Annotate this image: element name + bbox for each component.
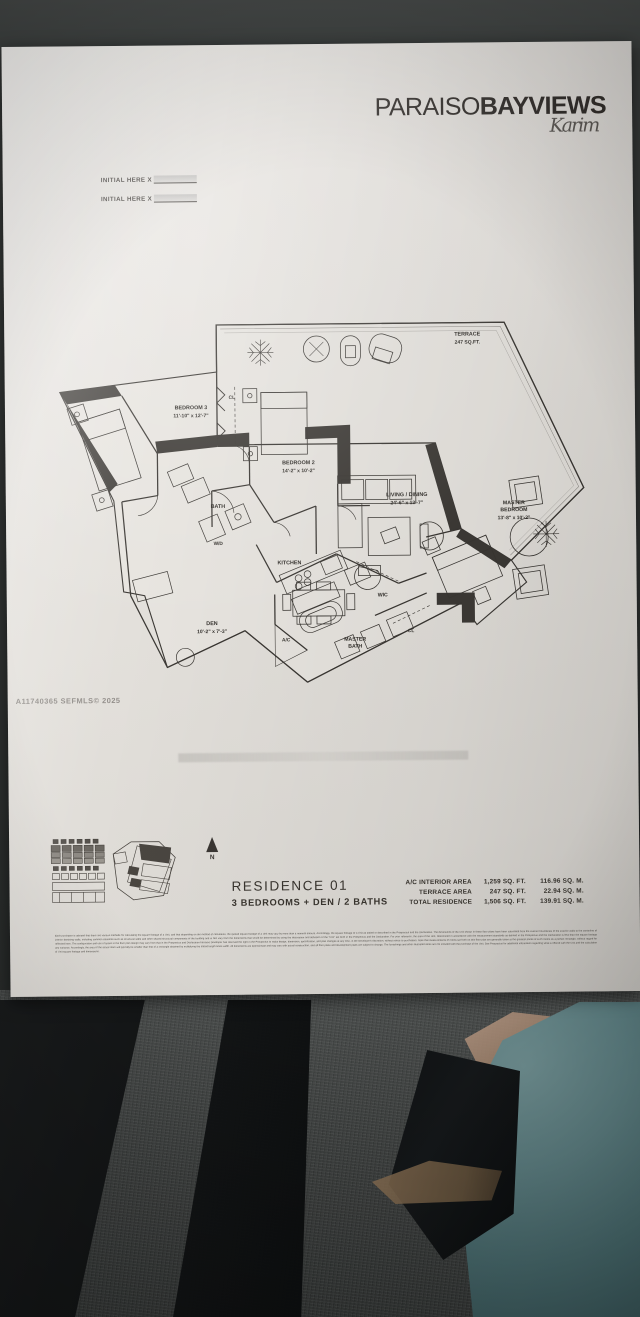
room-label-master-bath-line1: MASTER	[344, 637, 366, 643]
area-row-sqm: 116.96 SQ. M.	[540, 877, 584, 885]
floor-top-strip	[0, 0, 640, 48]
residence-title-block: RESIDENCE 01 3 BEDROOMS + DEN / 2 BATHS	[231, 877, 388, 908]
bath-fixtures	[166, 463, 252, 543]
room-dims-den: 10'-2" x 7'-3"	[197, 629, 228, 635]
annotation-ac-closet: A/C	[282, 637, 291, 643]
north-arrow-icon	[206, 837, 219, 853]
title-block: N RESIDENCE 01 3 BEDROOMS + DEN / 2 BATH…	[9, 821, 640, 997]
bedroom3-furniture	[66, 403, 142, 512]
room-label-terrace: TERRACE	[454, 331, 481, 337]
room-dims-master-bedroom: 13'-8" x 10'-2"	[498, 515, 531, 521]
plan-annotations: CL CL W/D A/C	[214, 395, 415, 644]
room-dims-living-dining: 24'-6" x 13'-7"	[390, 500, 423, 506]
room-label-bath: BATH	[211, 504, 226, 510]
brand-logo: PARAISOBAYVIEWS Karim	[375, 91, 607, 138]
residence-subtitle: 3 BEDROOMS + DEN / 2 BATHS	[231, 896, 388, 908]
initial-here-row[interactable]: INITIAL HERE X	[101, 175, 197, 184]
initial-here-label: INITIAL HERE X	[100, 176, 152, 185]
kitchen-fixtures	[278, 549, 372, 615]
annotation-closet-2: CL	[408, 628, 415, 634]
area-row-sqm: 139.91 SQ. M.	[540, 897, 584, 905]
door-swings	[137, 444, 357, 537]
key-plan-diagram	[47, 835, 198, 906]
initial-signature-line[interactable]	[153, 175, 197, 184]
north-arrow: N	[199, 837, 225, 877]
initial-here-row[interactable]: INITIAL HERE X	[100, 194, 198, 204]
room-dims-bedroom-2: 14'-2" x 10'-2"	[282, 468, 315, 474]
room-label-bedroom-3: BEDROOM 3	[175, 405, 208, 411]
floor-plan-drawing: TERRACE 247 SQ.FT. BEDROOM 3 11'-10" x 1…	[4, 291, 638, 717]
legal-disclaimer: Each purchaser is advised that there are…	[54, 929, 598, 954]
master-bedroom-furniture	[421, 534, 504, 606]
residence-number: RESIDENCE 01	[231, 877, 349, 894]
area-table-row: TOTAL RESIDENCE 1,506 SQ. FT. 139.91 SQ.…	[406, 896, 584, 908]
floor-plan-sheet: PARAISOBAYVIEWS Karim INITIAL HERE X INI…	[1, 40, 640, 998]
area-row-sqft: 1,259 SQ. FT.	[483, 877, 526, 886]
room-label-wic: WIC	[378, 592, 388, 598]
initial-here-block: INITIAL HERE X INITIAL HERE X	[101, 175, 198, 214]
room-dims-bedroom-3: 11'-10" x 12'-7"	[173, 413, 209, 419]
room-label-bedroom-2: BEDROOM 2	[282, 460, 315, 466]
bedroom2-furniture	[242, 388, 308, 462]
wall-jog	[216, 386, 226, 440]
initial-signature-line[interactable]	[154, 194, 198, 203]
room-label-master-bedroom-line2: BEDROOM	[500, 507, 527, 513]
room-labels: TERRACE 247 SQ.FT. BEDROOM 3 11'-10" x 1…	[173, 331, 531, 650]
area-row-sqft: 1,506 SQ. FT.	[484, 898, 527, 906]
closet-dashed-lines	[234, 386, 431, 624]
initial-here-label: INITIAL HERE X	[100, 195, 153, 204]
den-furniture	[132, 571, 195, 667]
north-arrow-label: N	[209, 854, 215, 862]
room-label-kitchen: KITCHEN	[277, 560, 301, 566]
faded-print-line	[178, 750, 469, 763]
terrace-furniture	[302, 333, 550, 600]
room-dims-terrace: 247 SQ.FT.	[455, 339, 481, 345]
area-row-label: TOTAL RESIDENCE	[409, 898, 473, 907]
terrace-railing-inner	[224, 330, 574, 551]
room-label-master-bath-line2: BATH	[348, 644, 362, 650]
key-plan-legend	[50, 838, 105, 903]
planter-tree	[247, 339, 560, 547]
room-label-master-bedroom-line1: MASTER	[503, 500, 525, 506]
annotation-washer-dryer: W/D	[214, 541, 224, 547]
room-label-living-dining: LIVING / DINING	[386, 492, 427, 498]
area-row-sqm: 22.94 SQ. M.	[543, 887, 584, 895]
key-plan-site	[112, 841, 176, 901]
handwritten-signature: Karim	[549, 114, 599, 137]
room-label-den: DEN	[206, 621, 218, 627]
mls-watermark: A11740365 SEFMLS© 2025	[15, 695, 121, 706]
area-table: A/C INTERIOR AREA 1,259 SQ. FT. 116.96 S…	[405, 875, 584, 907]
interior-partitions	[121, 395, 463, 683]
area-row-sqft: 247 SQ. FT.	[489, 887, 527, 896]
master-bath-fixtures	[274, 601, 415, 667]
structural-walls	[59, 384, 512, 623]
terrace-railing	[220, 326, 580, 556]
annotation-closet-1: CL	[229, 395, 236, 401]
